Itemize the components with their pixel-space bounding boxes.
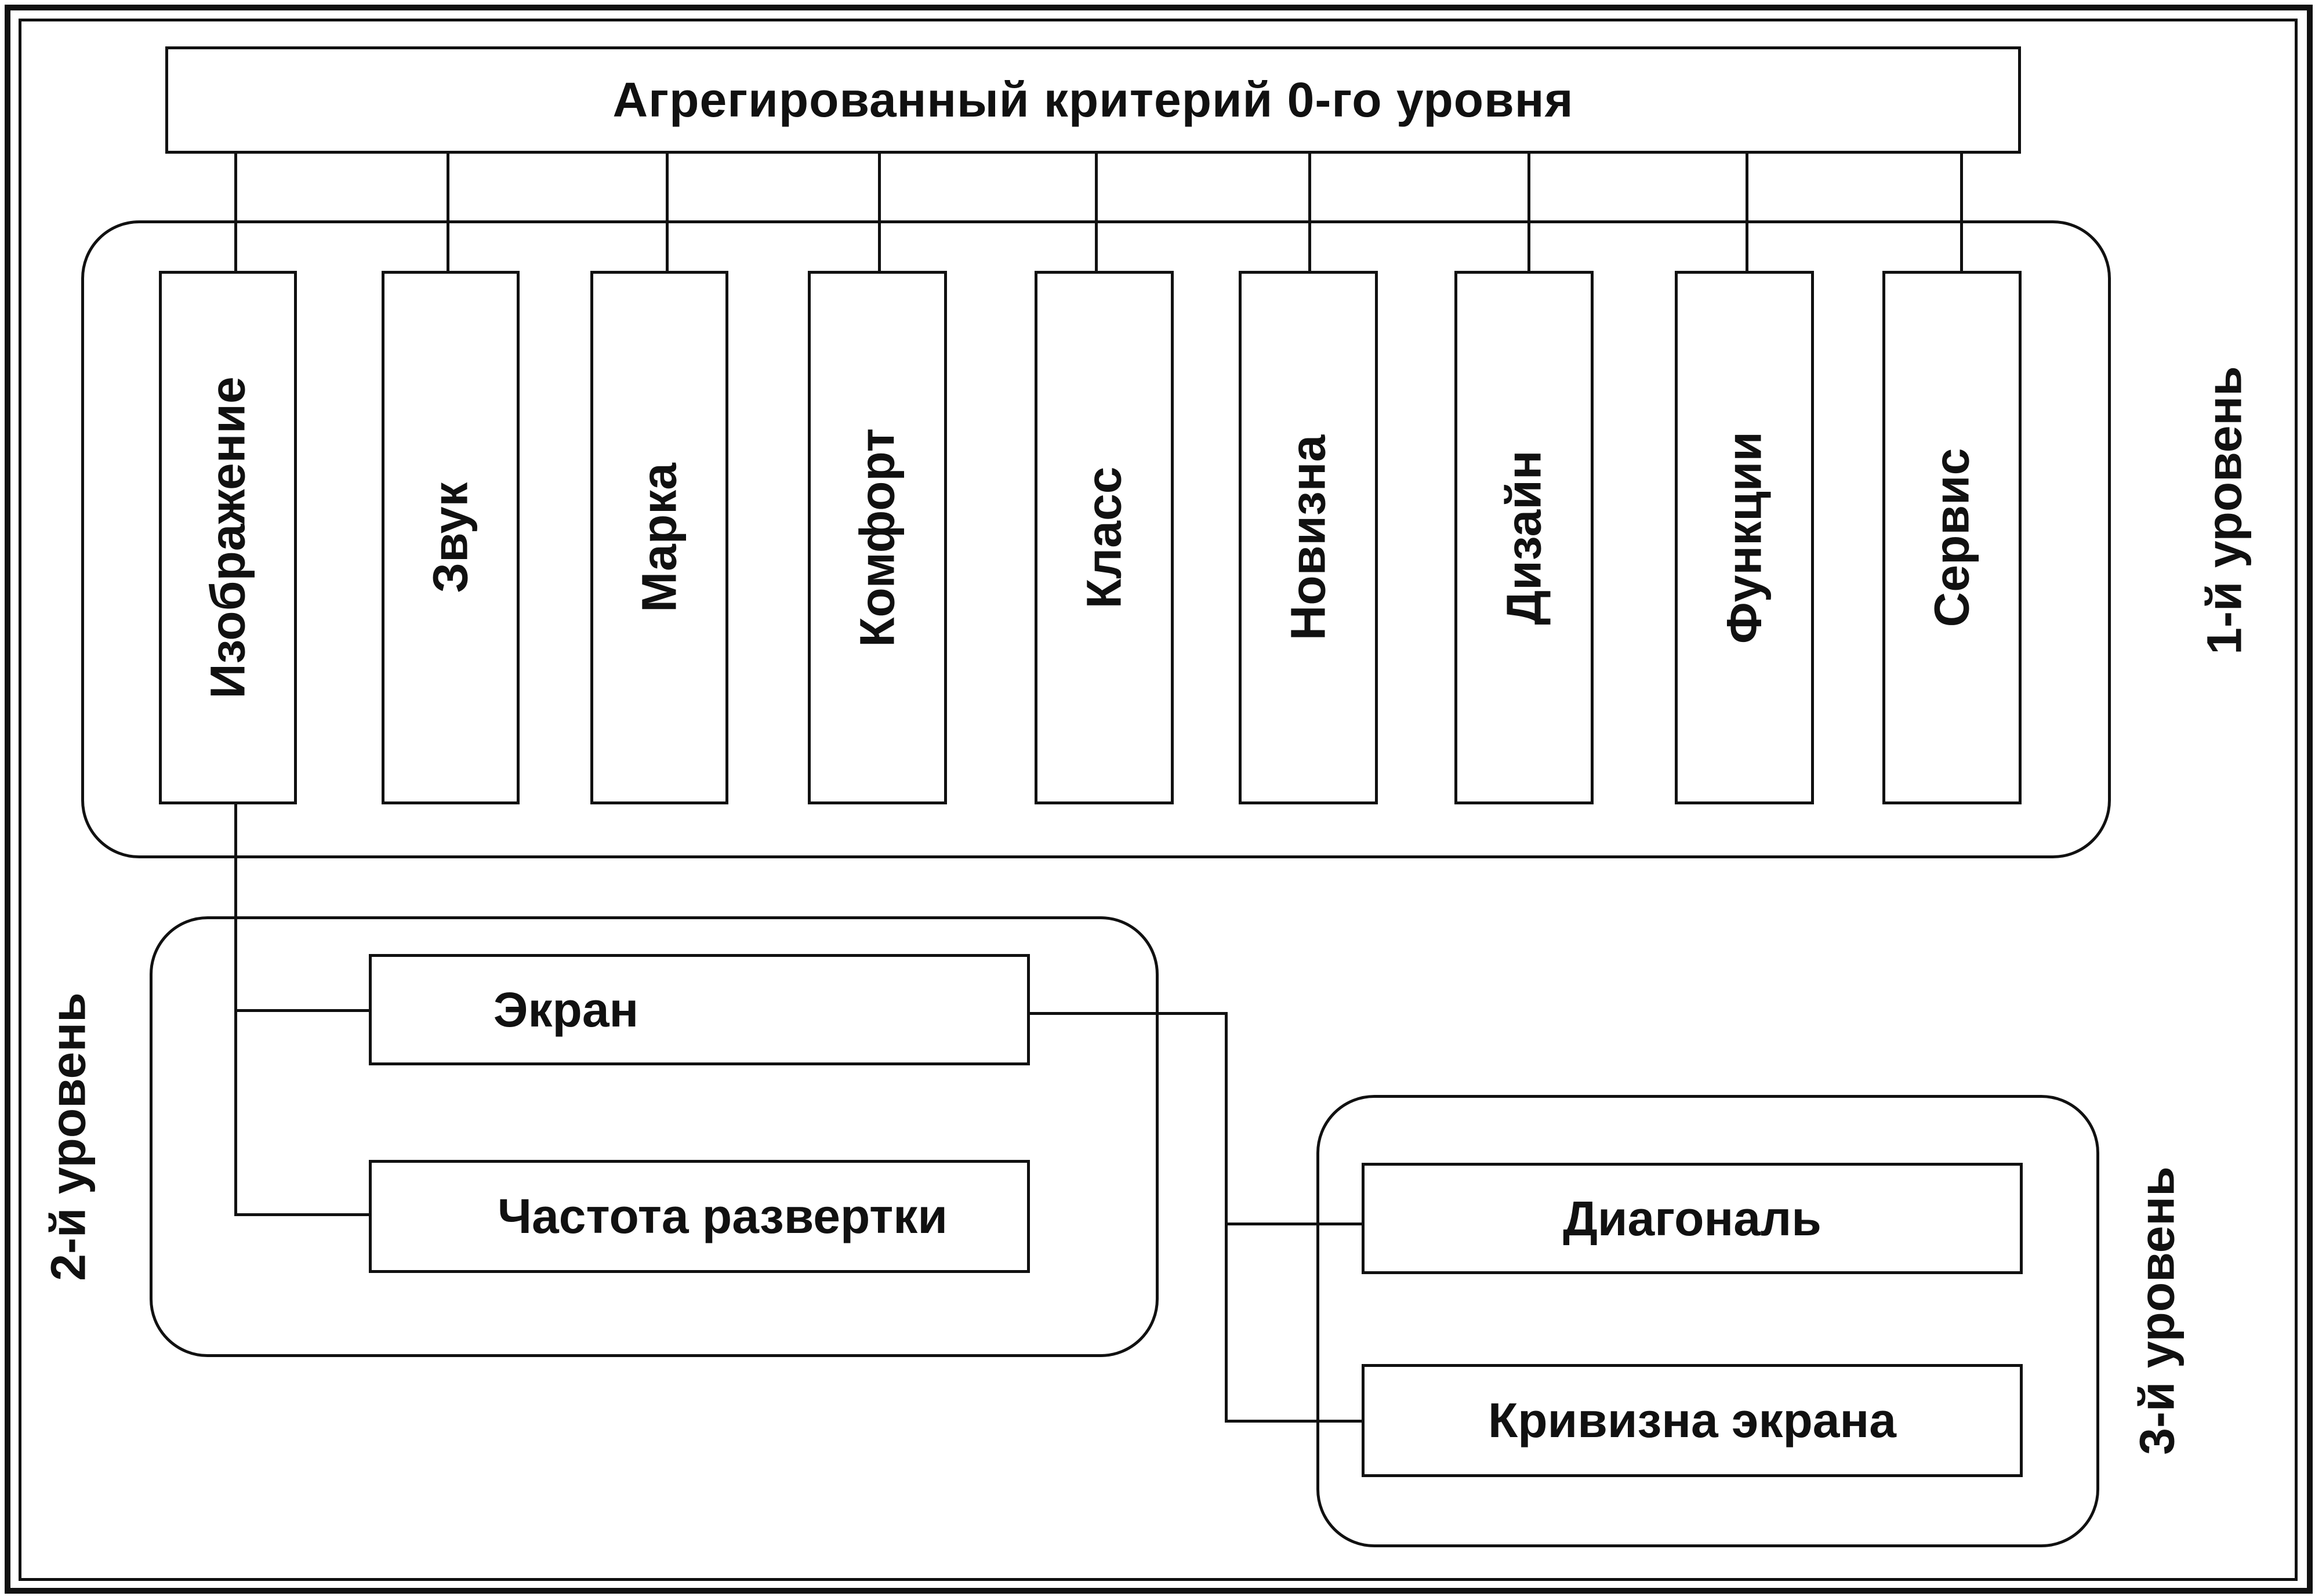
level1-item-label: Новизна bbox=[1280, 434, 1336, 641]
level2-item-scan-rate: Частота развертки bbox=[369, 1160, 1030, 1273]
level1-item-label: Звук bbox=[423, 482, 478, 593]
connector-image-scan bbox=[234, 1213, 371, 1216]
level1-item-class: Класс bbox=[1035, 271, 1174, 804]
level1-item-functions: Функции bbox=[1675, 271, 1814, 804]
level1-item-label: Класс bbox=[1076, 466, 1131, 609]
connector-root-item-5 bbox=[1308, 152, 1311, 271]
level1-item-label: Дизайн bbox=[1496, 450, 1551, 625]
level2-item-label: Частота развертки bbox=[498, 1189, 948, 1243]
level1-item-comfort: Комфорт bbox=[808, 271, 947, 804]
level2-item-label: Экран bbox=[493, 982, 639, 1037]
connector-image-screen bbox=[234, 1009, 371, 1012]
connector-root-item-3 bbox=[878, 152, 881, 271]
level3-item-label: Диагональ bbox=[1563, 1191, 1821, 1246]
connector-root-item-6 bbox=[1527, 152, 1530, 271]
connector-root-item-2 bbox=[666, 152, 669, 271]
connector-screen-curvature bbox=[1225, 1420, 1364, 1423]
level1-item-label: Марка bbox=[632, 463, 687, 612]
level1-item-novelty: Новизна bbox=[1239, 271, 1378, 804]
connector-root-item-4 bbox=[1095, 152, 1098, 271]
root-box: Агрегированный критерий 0-го уровня bbox=[165, 46, 2021, 154]
outer-border bbox=[5, 5, 2313, 1594]
level1-item-image: Изображение bbox=[159, 271, 297, 804]
root-label: Агрегированный критерий 0-го уровня bbox=[612, 72, 1574, 127]
level1-item-sound: Звук bbox=[382, 271, 520, 804]
level2-item-screen: Экран bbox=[369, 954, 1030, 1065]
level3-group bbox=[1316, 1095, 2099, 1547]
level1-group bbox=[81, 220, 2111, 858]
level1-item-service: Сервис bbox=[1882, 271, 2022, 804]
connector-root-item-1 bbox=[447, 152, 449, 271]
connector-root-item-8 bbox=[1960, 152, 1963, 271]
level1-label: 1-й уровень bbox=[2197, 366, 2252, 655]
level3-label: 3-й уровень bbox=[2129, 1166, 2185, 1455]
level3-item-curvature: Кривизна экрана bbox=[1362, 1364, 2023, 1477]
level2-label: 2-й уровень bbox=[41, 992, 96, 1281]
level3-item-label: Кривизна экрана bbox=[1488, 1393, 1896, 1448]
connector-screen-down bbox=[1225, 1012, 1228, 1422]
inner-border bbox=[19, 19, 2298, 1581]
level1-item-brand: Марка bbox=[590, 271, 728, 804]
connector-root-item-0 bbox=[234, 152, 237, 271]
level1-item-label: Сервис bbox=[1924, 448, 1979, 627]
level2-group bbox=[150, 916, 1159, 1357]
connector-screen-diagonal bbox=[1225, 1223, 1364, 1225]
level1-item-design: Дизайн bbox=[1454, 271, 1594, 804]
connector-screen-right bbox=[1029, 1012, 1227, 1015]
connector-root-item-7 bbox=[1746, 152, 1748, 271]
level3-item-diagonal: Диагональ bbox=[1362, 1163, 2023, 1274]
level1-item-label: Изображение bbox=[200, 376, 255, 699]
level1-item-label: Комфорт bbox=[850, 428, 905, 647]
level1-item-label: Функции bbox=[1717, 431, 1772, 644]
